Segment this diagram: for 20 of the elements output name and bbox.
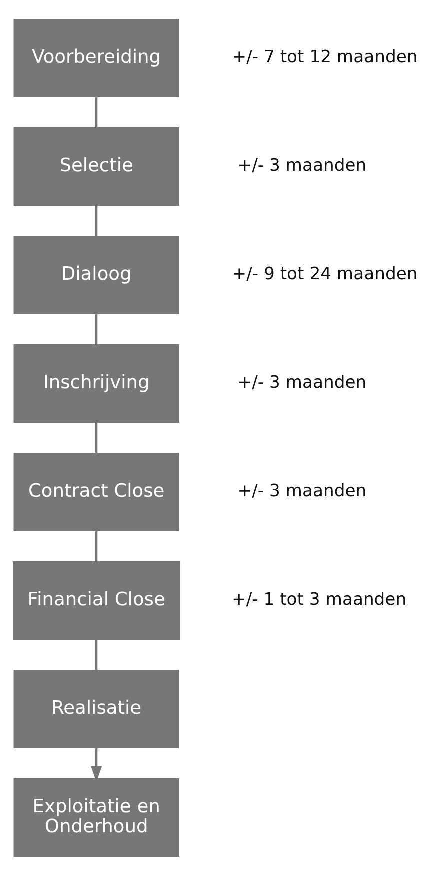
node-box: Contract Close [14,452,180,531]
node-label: +/- 7 tot 12 maanden [232,47,418,68]
connector [96,205,98,236]
connector [96,422,98,453]
node-box: Exploitatie en Onderhoud [14,778,180,856]
connector [96,314,98,344]
connector [96,96,98,128]
node-box: Dialoog [14,236,180,314]
node-box: Selectie [14,127,180,206]
connector [96,639,98,670]
connector [96,530,98,562]
node-label: +/- 3 maanden [238,481,367,502]
node-label: +/- 3 maanden [238,372,367,393]
node-label: +/- 1 tot 3 maanden [232,590,407,610]
node-label: +/- 9 tot 24 maanden [232,264,418,284]
node-label: +/- 3 maanden [238,156,367,176]
node-box: Realisatie [14,669,180,748]
node-box: Inschrijving [14,344,180,422]
node-box: Voorbereiding [14,18,180,98]
node-box: Financial Close [13,560,180,640]
